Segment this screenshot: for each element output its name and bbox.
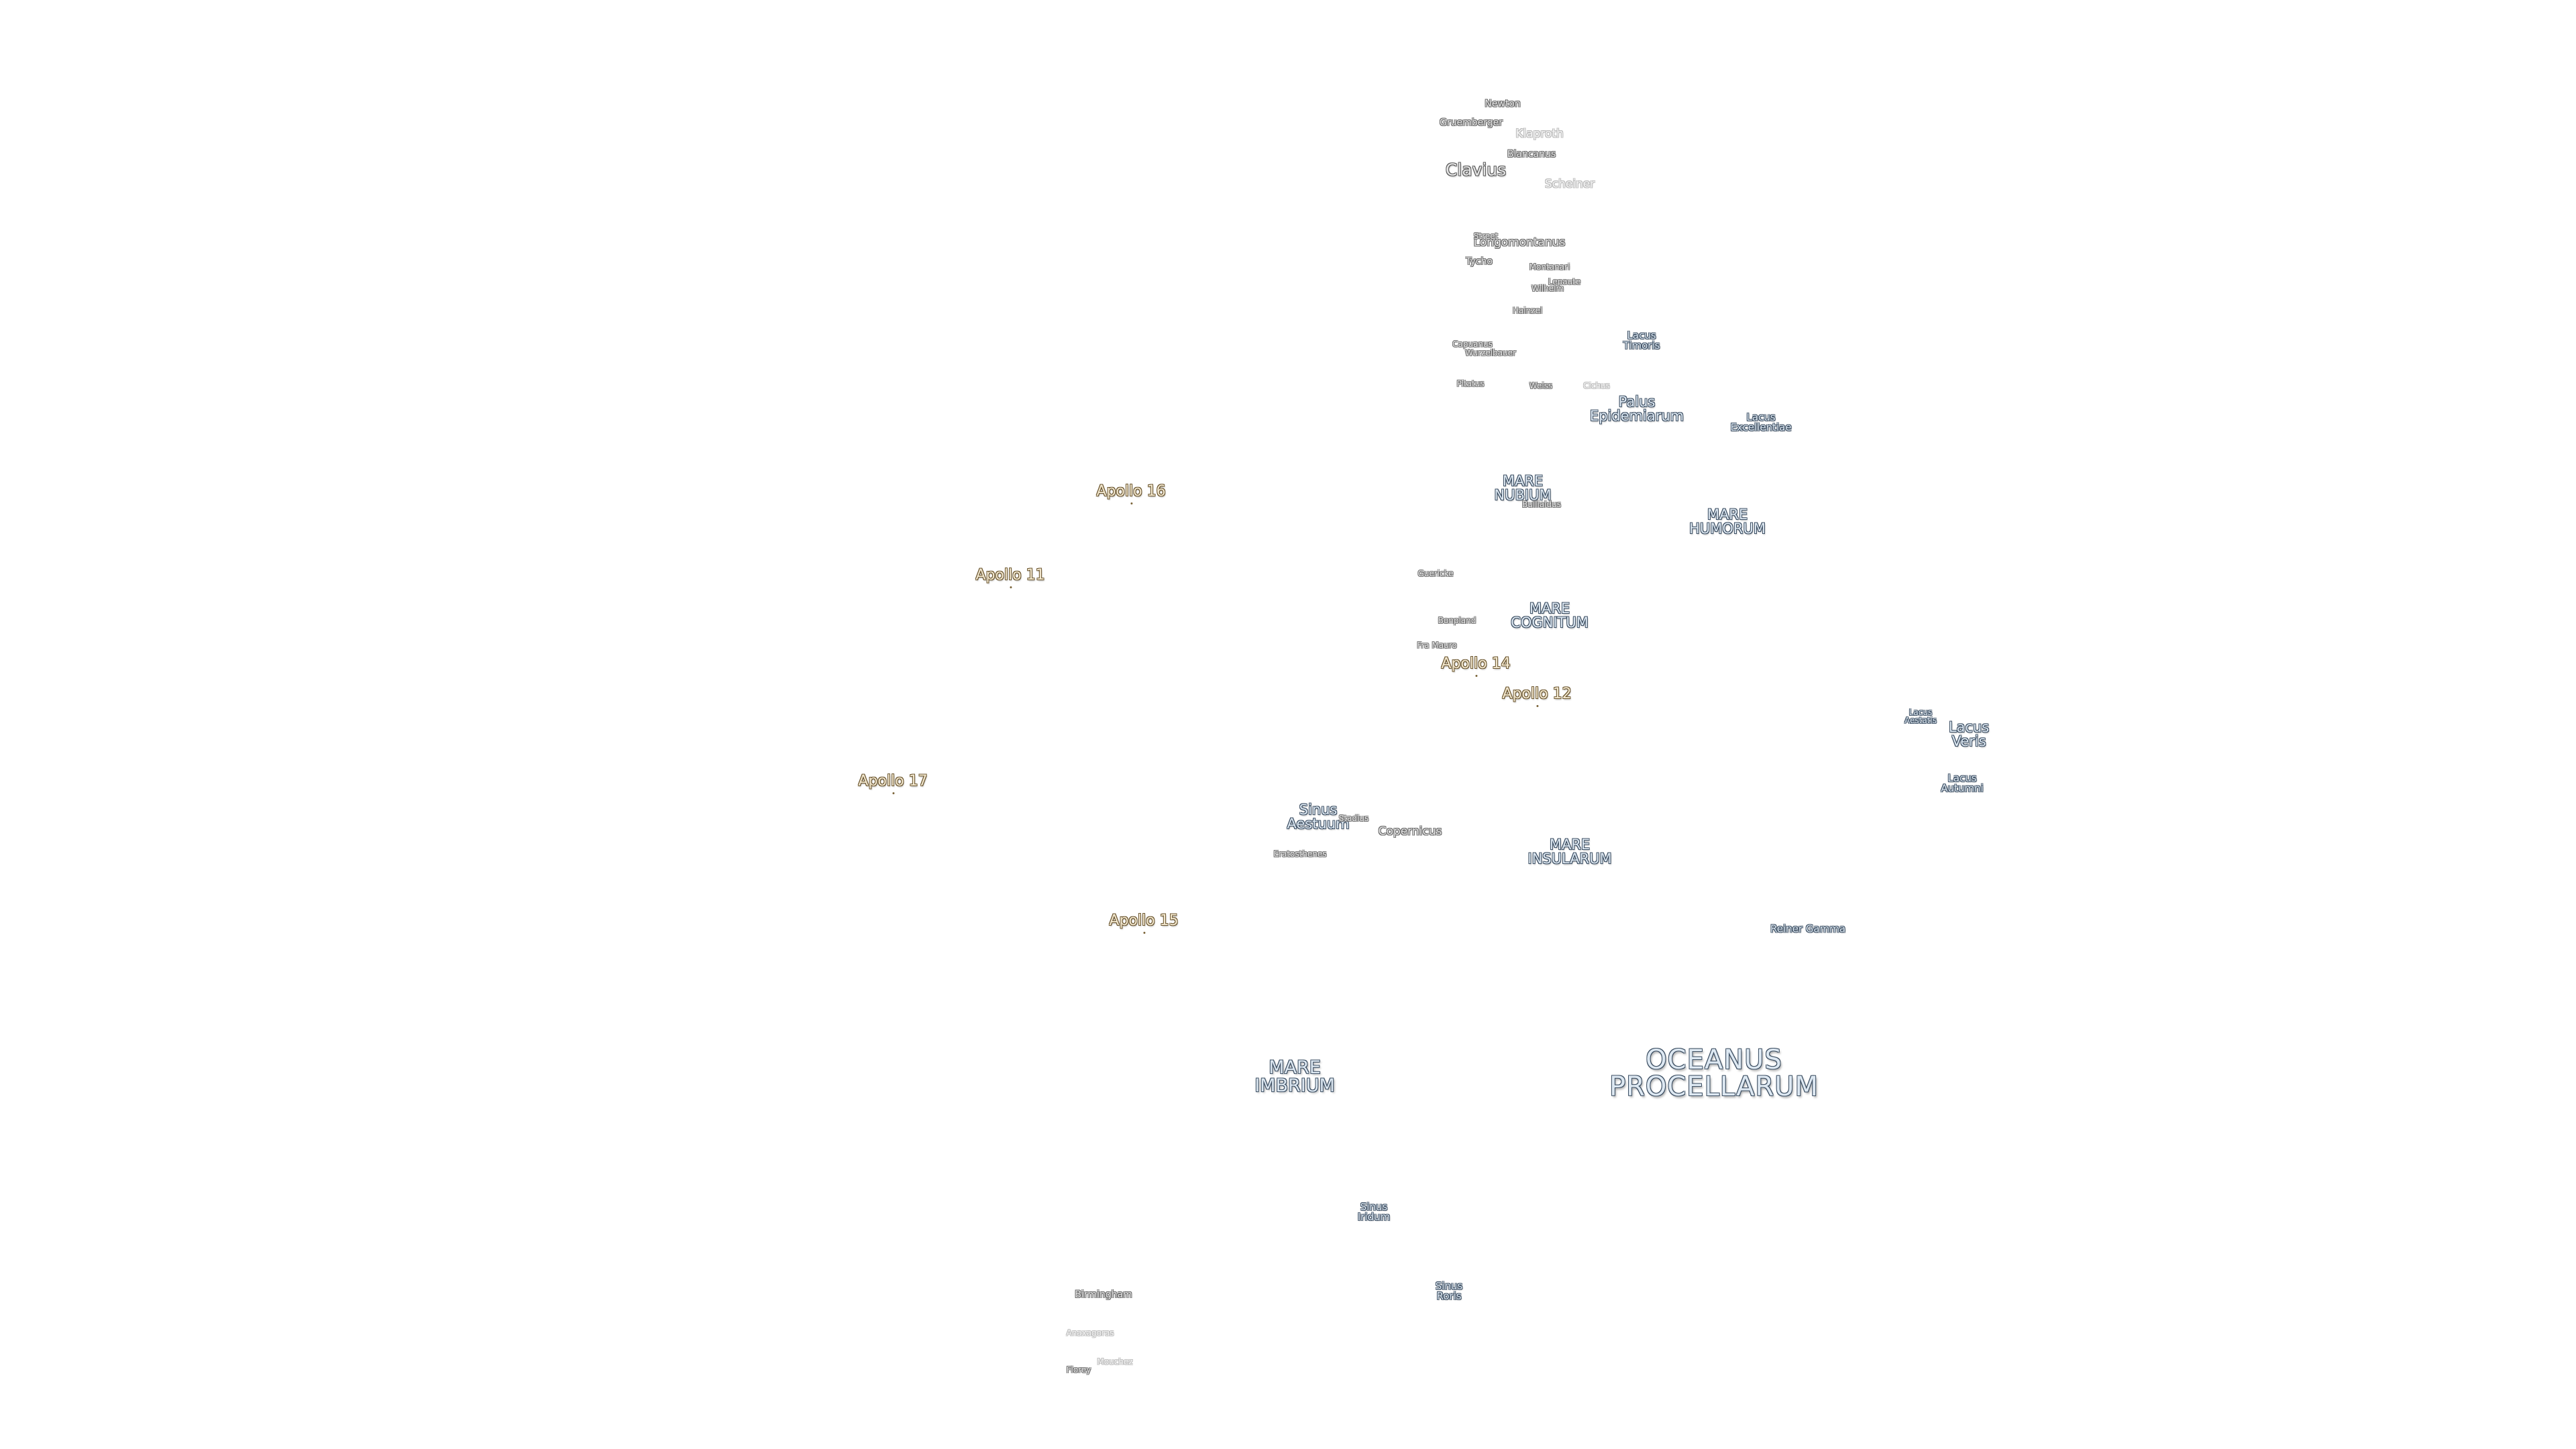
map-label-wilhelm: Wilhelm (1531, 284, 1564, 293)
map-label-apollo-17: Apollo 17 (858, 773, 928, 794)
map-label-fra-mauro: Fra Mauro (1417, 641, 1457, 650)
map-label-apollo-15: Apollo 15 (1109, 912, 1179, 934)
map-label-lacus-timoris: Lacus Timoris (1623, 329, 1660, 352)
map-label-lacus-veris: Lacus Veris (1948, 719, 1990, 749)
map-label-klaproth: Klaproth (1515, 127, 1564, 141)
map-label-mouchez: Mouchez (1097, 1357, 1133, 1366)
map-label-lacus-excellentiae: Lacus Excellentiae (1730, 411, 1792, 433)
map-label-hainzel: Hainzel (1512, 306, 1543, 315)
map-label-bonpland: Bonpland (1438, 616, 1477, 625)
map-label-clavius: Clavius (1445, 160, 1507, 180)
map-label-mare-nubium: MARE NUBIUM (1494, 473, 1552, 503)
map-label-mare-humorum: MARE HUMORUM (1689, 506, 1766, 537)
map-label-lacus-aestatis: Lacus Aestatis (1904, 708, 1937, 725)
map-label-scheiner: Scheiner (1544, 177, 1595, 191)
map-label-mare-imbrium: MARE IMBRIUM (1254, 1057, 1335, 1096)
map-label-mare-cognitum: MARE COGNITUM (1511, 600, 1589, 631)
map-label-apollo-12: Apollo 12 (1502, 686, 1572, 707)
map-label-sinus-roris: Sinus Roris (1435, 1280, 1463, 1302)
map-label-palus-epidemiarum: Palus Epidemiarum (1589, 394, 1684, 424)
map-label-reiner-gamma: Reiner Gamma (1770, 922, 1846, 935)
map-label-weiss: Weiss (1529, 381, 1553, 390)
map-label-blancanus: Blancanus (1507, 149, 1556, 160)
map-label-capuanus: Capuanus (1452, 339, 1493, 349)
map-label-street: Street (1473, 231, 1499, 241)
map-label-bullialdus: Bullialdus (1521, 500, 1562, 509)
map-label-tycho: Tycho (1466, 256, 1493, 267)
map-label-oceanus-procellarum: OCEANUS PROCELLARUM (1609, 1044, 1819, 1102)
map-label-copernicus: Copernicus (1378, 824, 1442, 839)
map-label-sinus-iridum: Sinus Iridum (1357, 1201, 1391, 1223)
map-label-cichus: Cichus (1583, 381, 1610, 390)
map-label-mare-insularum: MARE INSULARUM (1527, 837, 1612, 867)
map-label-pitatus: Pitatus (1456, 379, 1485, 388)
map-label-birmingham: Birmingham (1075, 1289, 1132, 1300)
map-label-gruemberger: Gruemberger (1440, 117, 1503, 128)
map-label-montanari: Montanari (1529, 262, 1570, 272)
map-label-stadius: Stadius (1338, 814, 1369, 823)
map-label-lepaute: Lepaute (1548, 277, 1581, 286)
map-label-longomontanus: Longomontanus (1473, 235, 1566, 250)
map-label-guericke: Guericke (1417, 569, 1454, 578)
map-label-eratosthenes: Eratosthenes (1273, 849, 1327, 859)
map-label-apollo-14: Apollo 14 (1441, 655, 1511, 677)
map-label-lacus-autumni: Lacus Autumni (1941, 772, 1984, 794)
map-label-florey: Florey (1066, 1365, 1091, 1375)
map-label-anaxagoras: Anaxagoras (1066, 1328, 1114, 1338)
map-label-newton: Newton (1485, 99, 1521, 109)
map-label-sinus-aestuum: Sinus Aestuum (1287, 802, 1350, 832)
map-label-apollo-16: Apollo 16 (1096, 483, 1166, 504)
map-label-wurzelbauer: Wurzelbauer (1465, 348, 1516, 358)
map-label-apollo-11: Apollo 11 (975, 567, 1045, 588)
